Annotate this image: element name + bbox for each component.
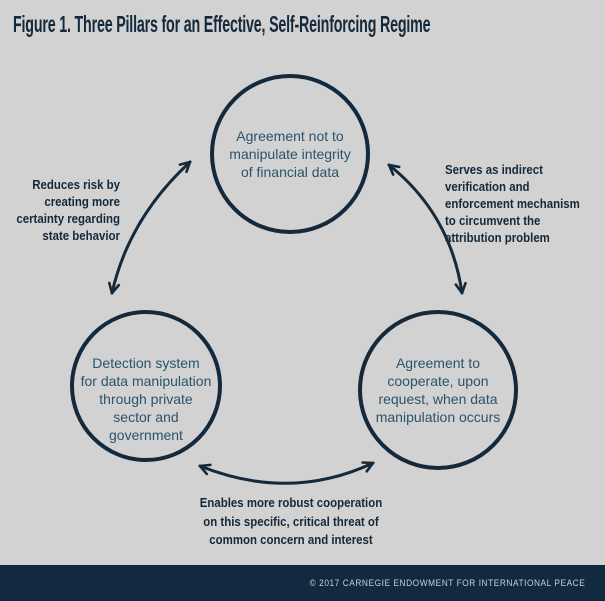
footer-bar: © 2017 CARNEGIE ENDOWMENT FOR INTERNATIO… (0, 565, 605, 601)
node-bottom-right-agreement-cooperate: Agreement to cooperate, upon request, wh… (358, 310, 518, 470)
figure-title-text: Figure 1. Three Pillars for an Effective… (13, 11, 431, 37)
edge-label-left: Reduces risk by creating more certainty … (16, 177, 120, 243)
node-bottom-left-detection-system: Detection system for data manipulation t… (70, 310, 222, 462)
node-bottom-left-label: Detection system for data manipulation t… (80, 355, 212, 443)
node-top-agreement-integrity: Agreement not to manipulate integrity of… (210, 74, 370, 234)
arrow-left-double-icon (112, 162, 190, 293)
edge-label-right: Serves as indirect verification and enfo… (445, 162, 580, 245)
node-bottom-right-label: Agreement to cooperate, upon request, wh… (375, 355, 501, 425)
edge-label-bottom: Enables more robust cooperation on this … (199, 495, 383, 547)
arrow-bottom-double-icon (200, 463, 373, 485)
node-top-label: Agreement not to manipulate integrity of… (229, 128, 351, 180)
footer-credit: © 2017 CARNEGIE ENDOWMENT FOR INTERNATIO… (309, 577, 585, 589)
figure-title: Figure 1. Three Pillars for an Effective… (13, 10, 605, 38)
arrow-right-double-icon (389, 165, 462, 293)
